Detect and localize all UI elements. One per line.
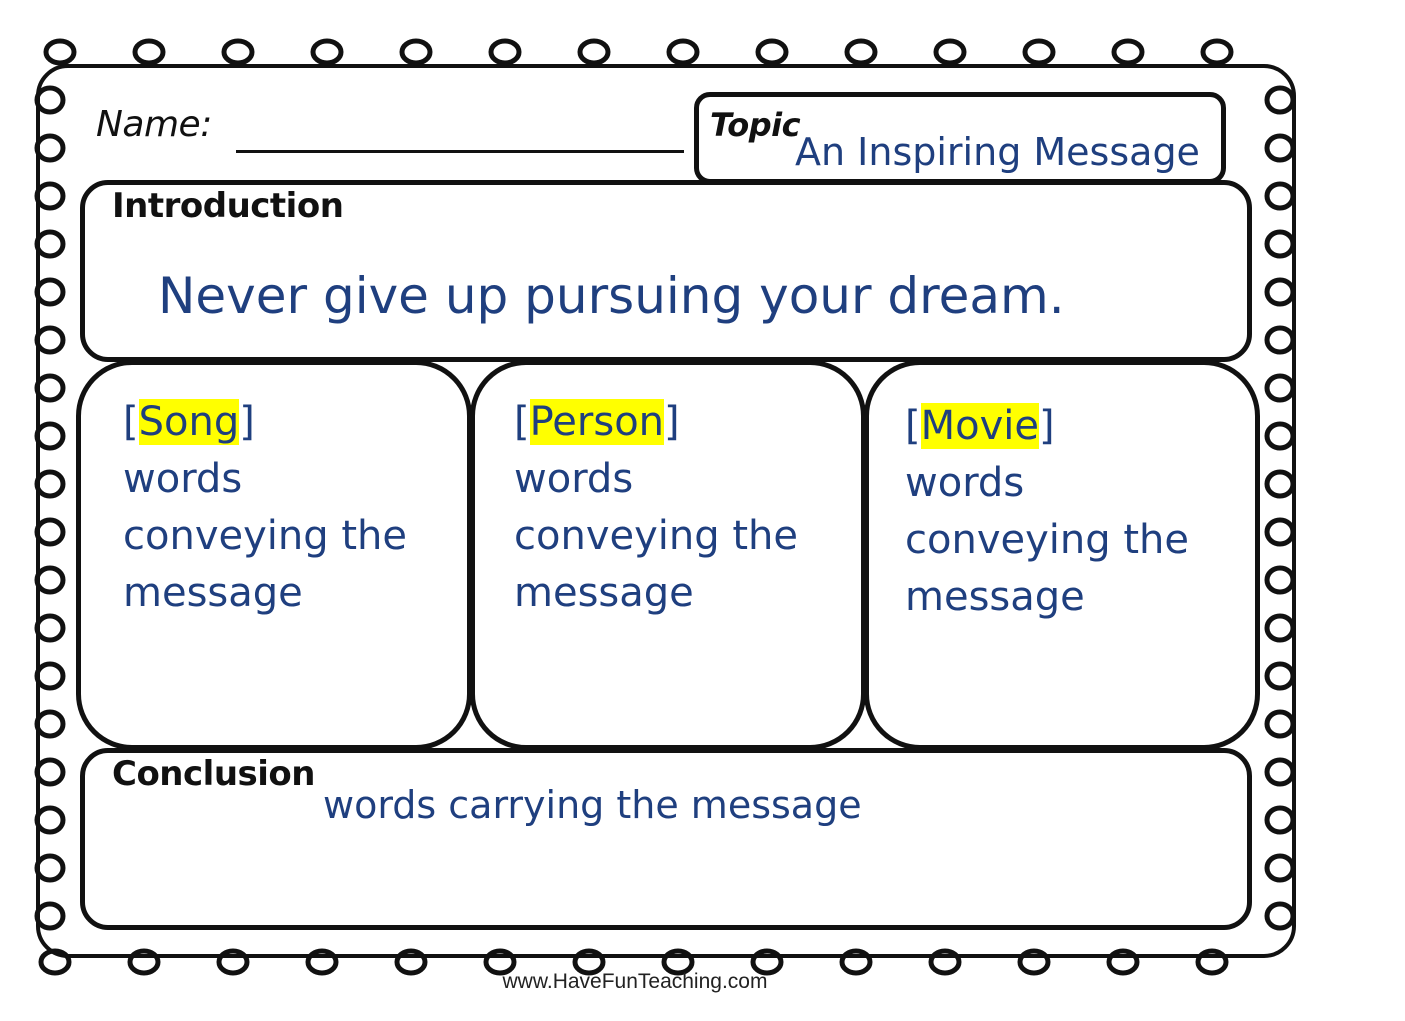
conclusion-box [80,748,1252,930]
body-text: words conveying the message [905,460,1189,620]
name-field-line[interactable] [236,150,684,153]
body-text: words conveying the message [123,456,407,616]
name-label: Name: [96,104,212,145]
highlighted-source-label: Person [529,399,665,445]
introduction-text: Never give up pursuing your dream. [158,267,1065,325]
conclusion-label: Conclusion [112,754,315,794]
body-box-2 [470,360,866,750]
bracket-open: [ [905,403,921,449]
introduction-label: Introduction [112,186,344,226]
footer-url: www.HaveFunTeaching.com [502,970,768,993]
highlighted-source-label: Movie [920,403,1039,449]
bracket-close: ] [239,399,255,445]
conclusion-text: words carrying the message [323,783,862,827]
bracket-open: [ [123,399,139,445]
bracket-open: [ [514,399,530,445]
bracket-close: ] [1039,403,1055,449]
highlighted-source-label: Song [138,399,240,445]
body-text: words conveying the message [514,456,798,616]
introduction-box [80,180,1252,362]
topic-label: Topic [710,106,801,144]
body-paragraph-1: [Song] words conveying the message [123,394,443,622]
topic-value: An Inspiring Message [795,130,1200,174]
bracket-close: ] [664,399,680,445]
body-paragraph-3: [Movie] words conveying the message [905,398,1225,626]
body-paragraph-2: [Person] words conveying the message [514,394,834,622]
